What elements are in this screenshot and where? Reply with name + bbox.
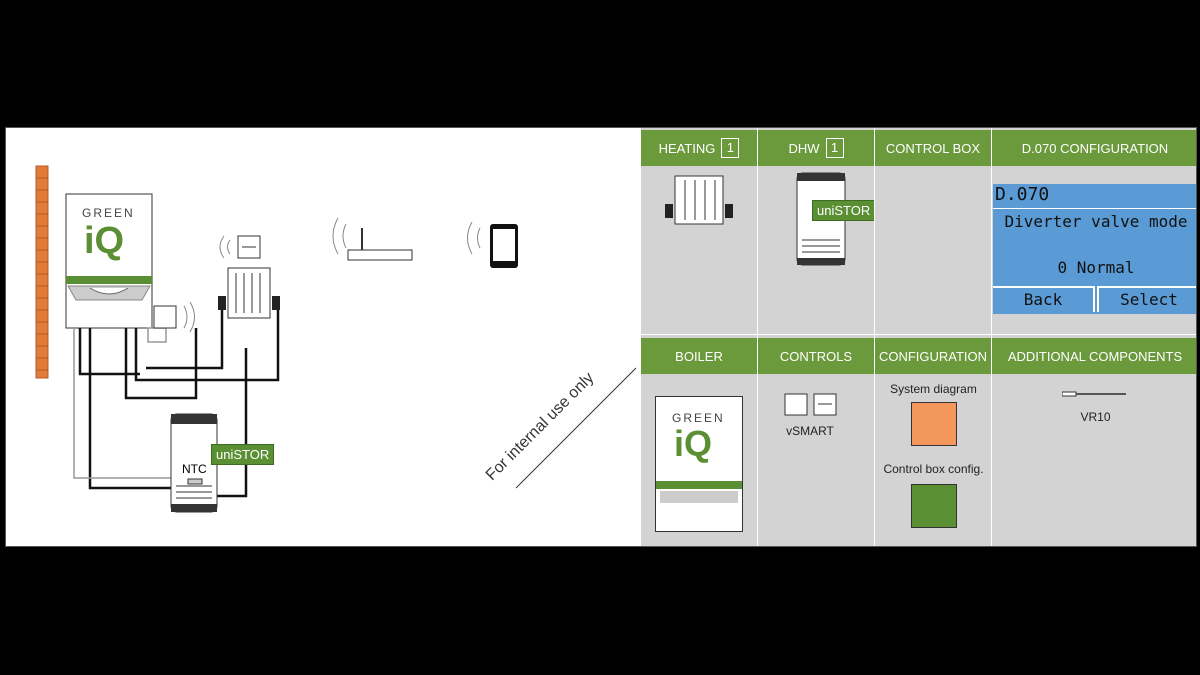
cylinder-icon — [170, 413, 218, 513]
tab-configuration[interactable]: CONFIGURATION — [875, 338, 991, 374]
tab-d070-configuration[interactable]: D.070 CONFIGURATION — [992, 130, 1196, 166]
boiler-icon — [65, 193, 153, 329]
heating-count[interactable]: 1 — [721, 138, 740, 158]
select-label: Select — [1120, 290, 1178, 309]
lcd-param-name: Diverter valve mode — [1004, 212, 1188, 231]
back-label: Back — [1023, 290, 1063, 309]
boiler-title: BOILER — [675, 348, 723, 364]
router-icon — [332, 217, 413, 261]
vsmart-icon[interactable] — [784, 392, 844, 418]
ntc-label: NTC — [182, 462, 207, 476]
cylinder-label: uniSTOR — [211, 444, 275, 465]
schematic-drawing — [35, 165, 637, 513]
vsmart-icon — [219, 235, 261, 259]
system-diagram-label: System diagram — [890, 382, 977, 396]
control-box-title: CONTROL BOX — [885, 140, 981, 156]
tab-boiler[interactable]: BOILER — [641, 338, 757, 374]
lcd-value: 0 Normal — [1057, 258, 1135, 277]
dhw-title: DHW — [788, 140, 820, 156]
lcd-code: D.070 — [995, 184, 1050, 205]
tab-heating[interactable]: HEATING 1 — [641, 130, 757, 166]
smartphone-icon — [467, 221, 518, 268]
col-d070-additional: D.070 CONFIGURATION D.070 Diverter valve… — [991, 128, 1196, 546]
boiler-card[interactable]: GREEN iQ — [655, 396, 743, 532]
col-heating-boiler: HEATING 1 BOILER GREEN iQ — [640, 128, 757, 546]
tab-additional-components[interactable]: ADDITIONAL COMPONENTS — [992, 338, 1196, 374]
radiator-icon[interactable] — [663, 174, 735, 226]
thermostat-icon — [153, 301, 195, 333]
control-box-config-label: Control box config. — [883, 462, 984, 476]
configuration-title: CONFIGURATION — [878, 348, 988, 364]
pipes — [78, 308, 280, 498]
additional-title: ADDITIONAL COMPONENTS — [1007, 348, 1183, 364]
tab-control-box[interactable]: CONTROL BOX — [875, 130, 991, 166]
lcd-select-button[interactable]: Select — [1097, 286, 1196, 312]
app-frame: GREEN iQ uniSTOR NTC For internal use on… — [5, 127, 1197, 547]
cylinder-label: uniSTOR — [812, 200, 876, 221]
d070-title: D.070 CONFIGURATION — [1021, 140, 1169, 156]
config-panel: HEATING 1 BOILER GREEN iQ — [640, 128, 1196, 546]
tab-dhw[interactable]: DHW 1 — [758, 130, 874, 166]
vr10-label: VR10 — [1080, 410, 1111, 424]
boiler-brand-logo: iQ — [674, 423, 713, 464]
vr10-sensor-icon[interactable] — [1062, 390, 1128, 398]
tab-controls[interactable]: CONTROLS — [758, 338, 874, 374]
system-diagram: GREEN iQ uniSTOR NTC For internal use on… — [6, 128, 640, 546]
col-dhw-controls: DHW 1 uniSTOR CONTROLS vSMART — [757, 128, 876, 546]
lcd-display: D.070 Diverter valve mode 0 Normal Back … — [993, 184, 1196, 314]
control-box-config-button[interactable] — [911, 484, 957, 528]
vsmart-label: vSMART — [786, 424, 834, 438]
dhw-count[interactable]: 1 — [825, 138, 844, 158]
boiler-brand-logo: iQ — [84, 220, 125, 262]
system-diagram-button[interactable] — [911, 402, 957, 446]
heating-title: HEATING — [658, 140, 716, 156]
boiler-brand-top: GREEN — [82, 206, 135, 220]
lcd-back-button[interactable]: Back — [993, 286, 1095, 312]
wall-icon — [35, 165, 49, 379]
radiator-icon — [218, 267, 280, 319]
boiler-brand-top: GREEN — [672, 411, 725, 425]
controls-title: CONTROLS — [779, 348, 853, 364]
col-controlbox-config: CONTROL BOX CONFIGURATION System diagram… — [874, 128, 991, 546]
